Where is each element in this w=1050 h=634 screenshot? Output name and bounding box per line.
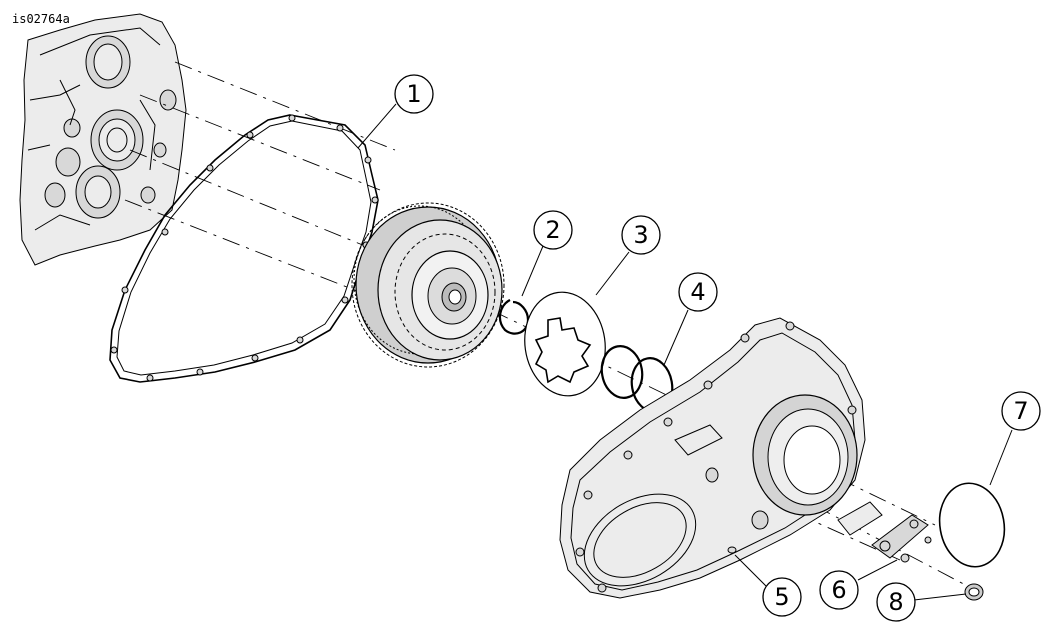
callout-3: 3	[621, 215, 661, 255]
clutch-assembly	[351, 202, 505, 368]
callout-6: 6	[819, 570, 859, 610]
callout-6-label: 6	[831, 576, 846, 604]
callout-5-label: 5	[774, 583, 789, 611]
callout-1: 1	[394, 74, 434, 114]
diaphragm-spring	[524, 291, 606, 397]
callout-5: 5	[762, 577, 802, 617]
callout-4-label: 4	[690, 278, 705, 306]
engine-crankcase	[19, 13, 187, 266]
callout-7: 7	[1001, 391, 1041, 431]
primary-cover	[559, 317, 866, 599]
primary-cover-gasket	[109, 114, 379, 383]
figure-id-label: is02764a	[12, 12, 70, 26]
callout-8: 8	[876, 582, 916, 622]
callout-4: 4	[678, 272, 718, 312]
callout-3-label: 3	[633, 221, 648, 249]
callout-8-label: 8	[888, 588, 903, 616]
drain-plug	[964, 583, 984, 601]
callout-1-label: 1	[406, 80, 421, 108]
leader-lines	[357, 103, 1013, 601]
retaining-ring	[498, 299, 530, 335]
callout-7-label: 7	[1013, 397, 1028, 425]
callout-2-label: 2	[545, 216, 560, 244]
o-ring	[938, 482, 1006, 568]
callout-2: 2	[533, 210, 573, 250]
dowel-pin	[727, 546, 737, 554]
inspection-cover-gasket	[837, 501, 932, 563]
